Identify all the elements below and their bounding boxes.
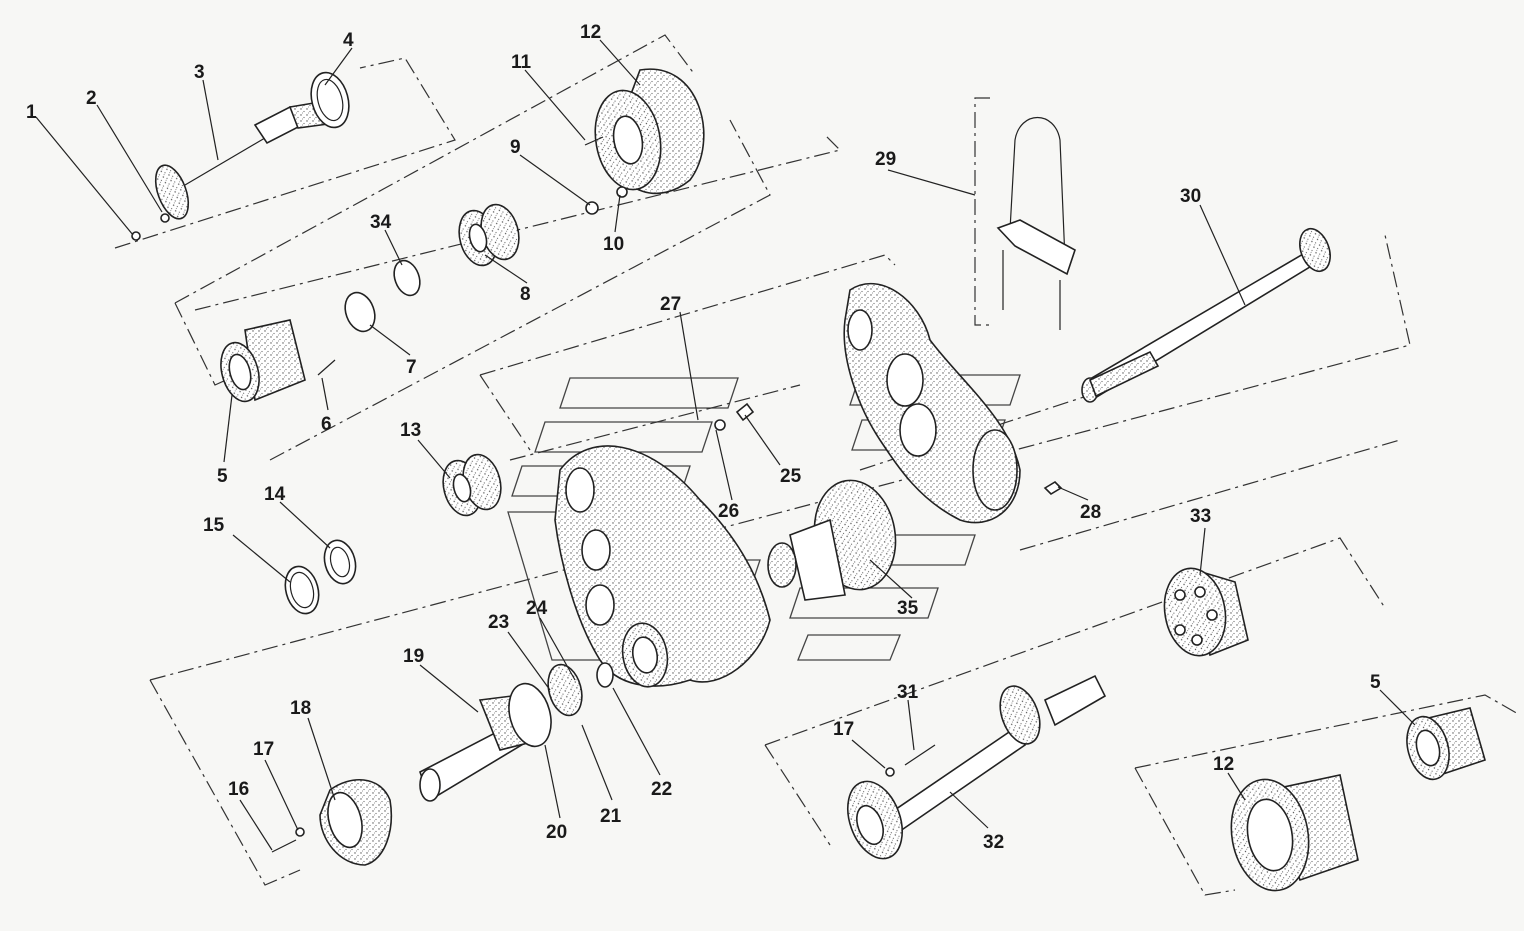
callout-29: 29 [875,149,896,170]
callout-2: 2 [86,88,97,109]
callout-19: 19 [403,646,424,667]
callout-1: 1 [26,102,37,123]
callout-6: 6 [321,414,332,435]
callout-17-left: 17 [253,739,274,760]
callout-31: 31 [897,682,919,703]
callout-28: 28 [1080,502,1101,523]
part-flange-33 [1163,567,1249,657]
part-gasket-4 [310,71,350,129]
callout-5-lower: 5 [1370,672,1381,693]
callout-4: 4 [343,30,354,51]
callout-labels: 1 2 3 4 5 5 6 7 8 9 10 11 12 12 13 14 15… [26,22,1381,853]
assembly-guide-lines [114,34,1521,896]
callout-9: 9 [510,137,521,158]
callout-17-right: 17 [833,719,854,740]
part-lifting-sling [996,116,1076,330]
callout-16: 16 [228,779,249,800]
callout-21: 21 [600,806,622,827]
part-washer-7 [344,291,376,333]
callout-35: 35 [897,598,919,619]
callout-23: 23 [488,612,509,633]
callout-32: 32 [983,832,1004,853]
callout-27: 27 [660,294,681,315]
callout-5-upper: 5 [217,466,228,487]
callout-24: 24 [526,598,548,619]
part-hub-5-upper [220,319,336,403]
part-ring-15 [284,565,320,615]
callout-12-lower: 12 [1213,754,1234,775]
callout-8: 8 [520,284,531,305]
part-drum-12-upper [584,68,705,215]
callout-22: 22 [651,779,672,800]
callout-33: 33 [1190,506,1211,527]
callout-34: 34 [370,212,392,233]
part-housing-cover [843,282,1021,524]
callout-15: 15 [203,515,225,536]
part-axle-shaft-30 [1081,227,1331,403]
part-seal-14 [323,539,357,585]
callout-26: 26 [718,501,739,522]
part-ring-34 [393,259,421,297]
callout-11: 11 [511,52,532,73]
callout-30: 30 [1180,186,1201,207]
part-input-shaft [131,101,330,241]
part-output-shaft-32 [847,674,1107,860]
callout-10: 10 [603,234,624,255]
callout-7: 7 [406,357,417,378]
part-pinion-assembly [271,662,614,866]
part-differential-35 [767,479,897,601]
callout-20: 20 [546,822,567,843]
callout-14: 14 [264,484,286,505]
part-gear-housing-27 [554,445,771,688]
part-hub-5-lower [1406,707,1486,781]
callout-25: 25 [780,466,802,487]
part-bearing-13 [442,453,502,517]
part-bearing-8 [458,203,520,267]
part-drum-12-lower [1230,774,1359,892]
leader-lines [35,39,1416,851]
callout-3: 3 [194,62,205,83]
callout-13: 13 [400,420,421,441]
callout-12-upper: 12 [580,22,601,43]
callout-18: 18 [290,698,311,719]
